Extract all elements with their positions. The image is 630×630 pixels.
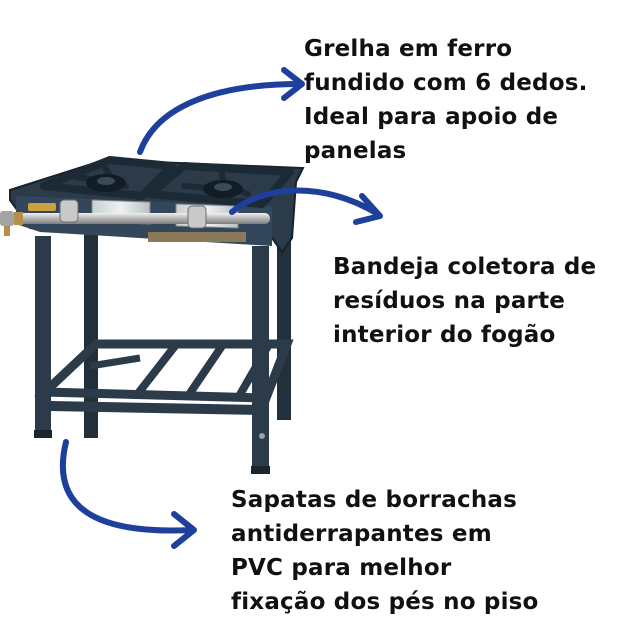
pipe-brass-fitting	[14, 212, 23, 225]
cast-iron-grate-left	[40, 156, 176, 200]
callout-rubber-feet: Sapatas de borrachas antiderrapantes em …	[231, 483, 539, 619]
arrow-to-tray	[229, 187, 381, 217]
arrow-to-feet-head	[171, 511, 197, 549]
callout-line: antiderrapantes em	[231, 521, 492, 547]
shelf-front-bar	[49, 401, 265, 415]
callout-line: PVC para melhor	[231, 555, 452, 581]
foot-bolt	[259, 433, 265, 439]
callout-line: Ideal para apoio de	[304, 104, 559, 130]
shelf-slat	[132, 343, 179, 399]
back-left-leg	[84, 228, 98, 438]
callout-line: interior do fogão	[333, 322, 556, 348]
callout-line: panelas	[304, 138, 407, 164]
pipe-brass-connector	[4, 226, 10, 236]
arrow-to-grate-head	[281, 67, 305, 101]
curved-arrow	[137, 67, 305, 155]
curved-arrow	[229, 187, 383, 225]
brand-label	[28, 203, 56, 211]
valve-knob-left	[59, 199, 79, 223]
front-right-leg	[252, 246, 269, 472]
burner-left-cap	[97, 177, 115, 185]
callout-cast-iron-grate: Grelha em ferro fundido com 6 dedos. Ide…	[304, 32, 588, 168]
front-left-leg	[35, 236, 51, 436]
arrow-to-tray-head	[353, 193, 383, 225]
arrow-to-grate	[137, 81, 303, 155]
front-right-foot	[251, 466, 270, 474]
callout-line: resíduos na parte	[333, 288, 566, 314]
front-left-foot	[34, 430, 52, 438]
callout-residue-tray: Bandeja coletora de resíduos na parte in…	[333, 250, 596, 352]
shelf-slat	[89, 354, 141, 370]
shelf-slat	[184, 343, 226, 399]
callout-line: fixação dos pés no piso	[231, 589, 539, 615]
curved-arrow	[59, 439, 197, 549]
burner-right-cap	[214, 183, 232, 191]
arrow-to-feet	[59, 439, 195, 534]
valve-knob-right	[187, 205, 207, 229]
callout-line: Grelha em ferro	[304, 36, 513, 62]
pipe-end-cap	[0, 211, 14, 226]
cast-iron-grate-right	[146, 162, 294, 208]
callout-line: Bandeja coletora de	[333, 254, 597, 280]
tray-edge	[148, 232, 246, 242]
callout-line: fundido com 6 dedos.	[304, 70, 588, 96]
callout-line: Sapatas de borrachas	[231, 487, 518, 513]
